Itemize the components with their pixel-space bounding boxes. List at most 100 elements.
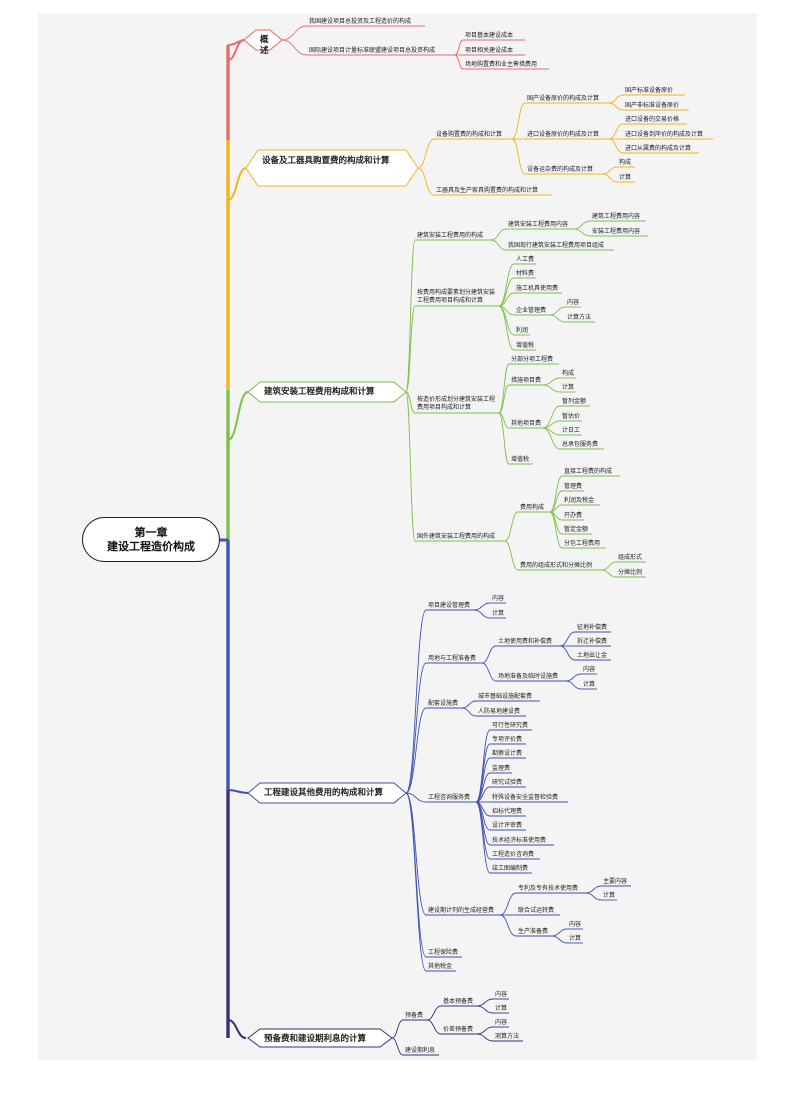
construction-b2[interactable]: 材料费 bbox=[516, 270, 535, 277]
topic-overview[interactable]: 概述 bbox=[260, 35, 269, 56]
reserve-a1b[interactable]: 计算 bbox=[495, 1005, 508, 1012]
construction-d1a[interactable]: 直接工程费的构成 bbox=[564, 468, 613, 475]
reserve-a2a[interactable]: 内容 bbox=[495, 1019, 508, 1026]
construction-d1f[interactable]: 分包工程费用 bbox=[564, 540, 601, 547]
topic-reserve[interactable]: 预备费和建设期利息的计算 bbox=[264, 1034, 367, 1044]
other-b2[interactable]: 场地准备及临时设施费 bbox=[498, 673, 559, 680]
other-d1[interactable]: 可行性研究费 bbox=[492, 722, 529, 729]
other-e1b[interactable]: 计算 bbox=[603, 892, 616, 899]
other-e3b[interactable]: 计算 bbox=[569, 935, 582, 942]
construction-c1[interactable]: 分部分项工程费 bbox=[511, 356, 554, 363]
reserve-a2b[interactable]: 测算方法 bbox=[495, 1033, 520, 1040]
construction-d1c[interactable]: 利润及税金 bbox=[564, 497, 595, 504]
construction-c4[interactable]: 增值税 bbox=[511, 456, 530, 463]
reserve-a[interactable]: 预备费 bbox=[405, 1012, 424, 1019]
other-c1[interactable]: 城市基础设施配套费 bbox=[478, 693, 533, 700]
other-d11[interactable]: 竣工图编制费 bbox=[492, 865, 529, 872]
reserve-a1[interactable]: 基本预备费 bbox=[443, 998, 474, 1005]
topic-construction[interactable]: 建筑安装工程费用构成和计算 bbox=[264, 387, 375, 397]
construction-c3d[interactable]: 总承包服务费 bbox=[562, 441, 599, 448]
other-g[interactable]: 其他税金 bbox=[428, 963, 453, 970]
construction-b5[interactable]: 利润 bbox=[516, 327, 529, 334]
construction-b[interactable]: 按费用构成要素划分建筑安装工程费用项目构成和计算 bbox=[417, 289, 496, 304]
other-b2b[interactable]: 计算 bbox=[583, 681, 596, 688]
construction-a1b[interactable]: 安装工程费用内容 bbox=[592, 228, 641, 235]
construction-d1d[interactable]: 开办费 bbox=[564, 512, 583, 519]
other-c2[interactable]: 人防易地建设费 bbox=[478, 708, 521, 715]
other-d9[interactable]: 技术经济标准使用费 bbox=[492, 837, 547, 844]
construction-b6[interactable]: 增值税 bbox=[516, 342, 535, 349]
equipment-a1a[interactable]: 国产标准设备原价 bbox=[625, 87, 674, 94]
construction-b4b[interactable]: 计算方法 bbox=[567, 314, 592, 321]
other-b2a[interactable]: 内容 bbox=[583, 666, 596, 673]
topic-other[interactable]: 工程建设其他费用的构成和计算 bbox=[264, 788, 384, 798]
equipment-a2c[interactable]: 进口从属费的构成及计算 bbox=[625, 145, 692, 152]
other-b1[interactable]: 土地使用费和补偿费 bbox=[498, 638, 553, 645]
equipment-b[interactable]: 工器具及生产家具购置费的构成和计算 bbox=[436, 187, 539, 194]
equipment-a1b[interactable]: 国产非标准设备原价 bbox=[625, 102, 680, 109]
construction-d1b[interactable]: 管理费 bbox=[564, 483, 583, 490]
other-b1b[interactable]: 拆迁补偿费 bbox=[577, 638, 608, 645]
topic-equipment[interactable]: 设备及工器具购置费的构成和计算 bbox=[262, 156, 390, 166]
construction-b4[interactable]: 企业管理费 bbox=[516, 307, 547, 314]
reserve-a1a[interactable]: 内容 bbox=[495, 991, 508, 998]
equipment-a3[interactable]: 设备运杂费的构成及计算 bbox=[527, 166, 594, 173]
reserve-a2[interactable]: 价差预备费 bbox=[443, 1026, 474, 1033]
other-d7[interactable]: 招标代理费 bbox=[492, 808, 523, 815]
other-e3[interactable]: 生产准备费 bbox=[518, 928, 549, 935]
other-a2[interactable]: 计算 bbox=[492, 610, 505, 617]
other-e1a[interactable]: 主要内容 bbox=[603, 878, 628, 885]
construction-d2[interactable]: 费用的组成形式和分摊比例 bbox=[520, 562, 593, 569]
overview-item-1[interactable]: 我国建设项目总投资及工程造价的构成 bbox=[309, 18, 412, 25]
other-c[interactable]: 配套设施费 bbox=[428, 700, 459, 707]
construction-b1[interactable]: 人工费 bbox=[516, 256, 535, 263]
construction-b3[interactable]: 施工机具使用费 bbox=[516, 285, 559, 292]
equipment-a1[interactable]: 国产设备原价的构成及计算 bbox=[527, 95, 600, 102]
other-d8[interactable]: 设计评审费 bbox=[492, 822, 523, 829]
other-d6[interactable]: 特殊设备安全监督检验费 bbox=[492, 794, 559, 801]
other-a1[interactable]: 内容 bbox=[492, 595, 505, 602]
overview-item-2c[interactable]: 场地购置费和业主筹措费用 bbox=[465, 61, 538, 68]
root-topic[interactable]: 第一章 建设工程造价构成 bbox=[82, 517, 220, 562]
construction-c3c[interactable]: 计日工 bbox=[562, 427, 581, 434]
equipment-a3b[interactable]: 计算 bbox=[619, 174, 632, 181]
overview-item-2[interactable]: 国际建设项目计量标准联盟建设项目总投资构成 bbox=[309, 47, 436, 54]
construction-b4a[interactable]: 内容 bbox=[567, 299, 580, 306]
construction-a1a[interactable]: 建筑工程费用内容 bbox=[592, 213, 641, 220]
overview-item-2a[interactable]: 项目基本建设成本 bbox=[465, 32, 514, 39]
equipment-a3a[interactable]: 构成 bbox=[619, 159, 632, 166]
overview-item-2b[interactable]: 项目相关建设成本 bbox=[465, 47, 514, 54]
other-e3a[interactable]: 内容 bbox=[569, 921, 582, 928]
other-e[interactable]: 建设期计列的生成经营费 bbox=[428, 907, 495, 914]
construction-c3[interactable]: 其他项目费 bbox=[511, 420, 542, 427]
equipment-a2b[interactable]: 进口设备到岸价的构成及计算 bbox=[625, 131, 704, 138]
construction-c2a[interactable]: 构成 bbox=[562, 370, 575, 377]
other-b1c[interactable]: 土地出让金 bbox=[577, 652, 608, 659]
construction-a1[interactable]: 建筑安装工程费用内容 bbox=[508, 221, 569, 228]
other-d2[interactable]: 专项评价费 bbox=[492, 736, 523, 743]
equipment-a2[interactable]: 进口设备原价的构成及计算 bbox=[527, 131, 600, 138]
other-a[interactable]: 项目建设管理费 bbox=[428, 602, 471, 609]
other-d10[interactable]: 工程造价咨询费 bbox=[492, 851, 535, 858]
construction-d[interactable]: 国外建筑安装工程费用的构成 bbox=[417, 533, 496, 540]
construction-c2[interactable]: 措施项目费 bbox=[511, 377, 542, 384]
other-b[interactable]: 用地与工程准备费 bbox=[428, 655, 477, 662]
construction-d1[interactable]: 费用构成 bbox=[520, 504, 545, 511]
other-f[interactable]: 工程保险费 bbox=[428, 949, 459, 956]
other-d[interactable]: 工程咨询服务费 bbox=[428, 794, 471, 801]
reserve-b[interactable]: 建设期利息 bbox=[405, 1047, 436, 1054]
equipment-a[interactable]: 设备购置费的构成和计算 bbox=[436, 131, 503, 138]
construction-c2b[interactable]: 计算 bbox=[562, 384, 575, 391]
other-e2[interactable]: 联合试运转费 bbox=[518, 907, 555, 914]
equipment-a2a[interactable]: 进口设备的交易价格 bbox=[625, 116, 680, 123]
construction-d2b[interactable]: 分摊比例 bbox=[618, 569, 643, 576]
construction-c3b[interactable]: 暂估价 bbox=[562, 413, 581, 420]
construction-a[interactable]: 建筑安装工程费用的构成 bbox=[417, 232, 484, 239]
other-d4[interactable]: 监理费 bbox=[492, 765, 511, 772]
construction-d1e[interactable]: 暂定金额 bbox=[564, 526, 589, 533]
construction-c3a[interactable]: 暂列金额 bbox=[562, 398, 587, 405]
other-d5[interactable]: 研究试验费 bbox=[492, 779, 523, 786]
construction-c[interactable]: 按造价形成划分建筑安装工程费用项目构成和计算 bbox=[417, 396, 496, 411]
construction-d2a[interactable]: 组成形式 bbox=[618, 554, 643, 561]
construction-a2[interactable]: 我国现行建筑安装工程费用项目组成 bbox=[508, 242, 605, 249]
